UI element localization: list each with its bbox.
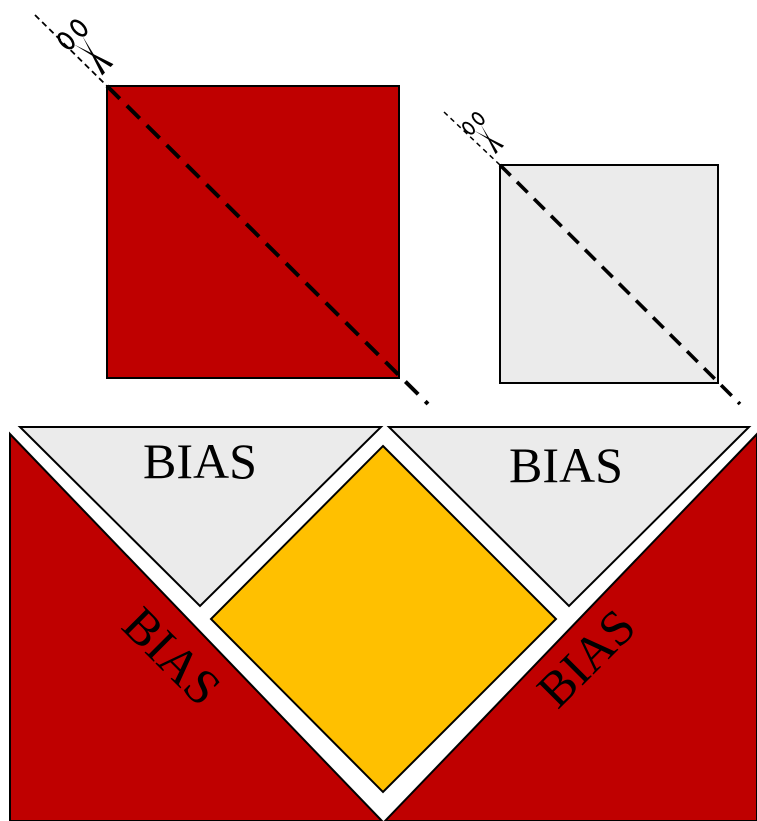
center-gold-square <box>209 444 558 794</box>
red-square-cut-diagram <box>34 14 430 406</box>
scissors-icon <box>57 19 114 76</box>
cut-line-extension <box>443 111 501 166</box>
assembled-block: BIAS BIAS BIAS BIAS <box>9 426 757 821</box>
gray-square-cut-diagram <box>443 111 742 406</box>
bias-label-top-left: BIAS <box>143 433 257 489</box>
right-red-triangle <box>383 432 757 821</box>
bias-label-top-right: BIAS <box>509 437 623 493</box>
cut-line-diagonal <box>498 163 742 406</box>
scissors-icon <box>462 112 505 155</box>
cut-line-diagonal <box>105 84 430 406</box>
cut-line-extension <box>34 14 108 87</box>
top-left-gray-triangle <box>17 426 384 608</box>
left-red-triangle <box>9 431 384 821</box>
top-right-gray-triangle <box>386 426 752 608</box>
